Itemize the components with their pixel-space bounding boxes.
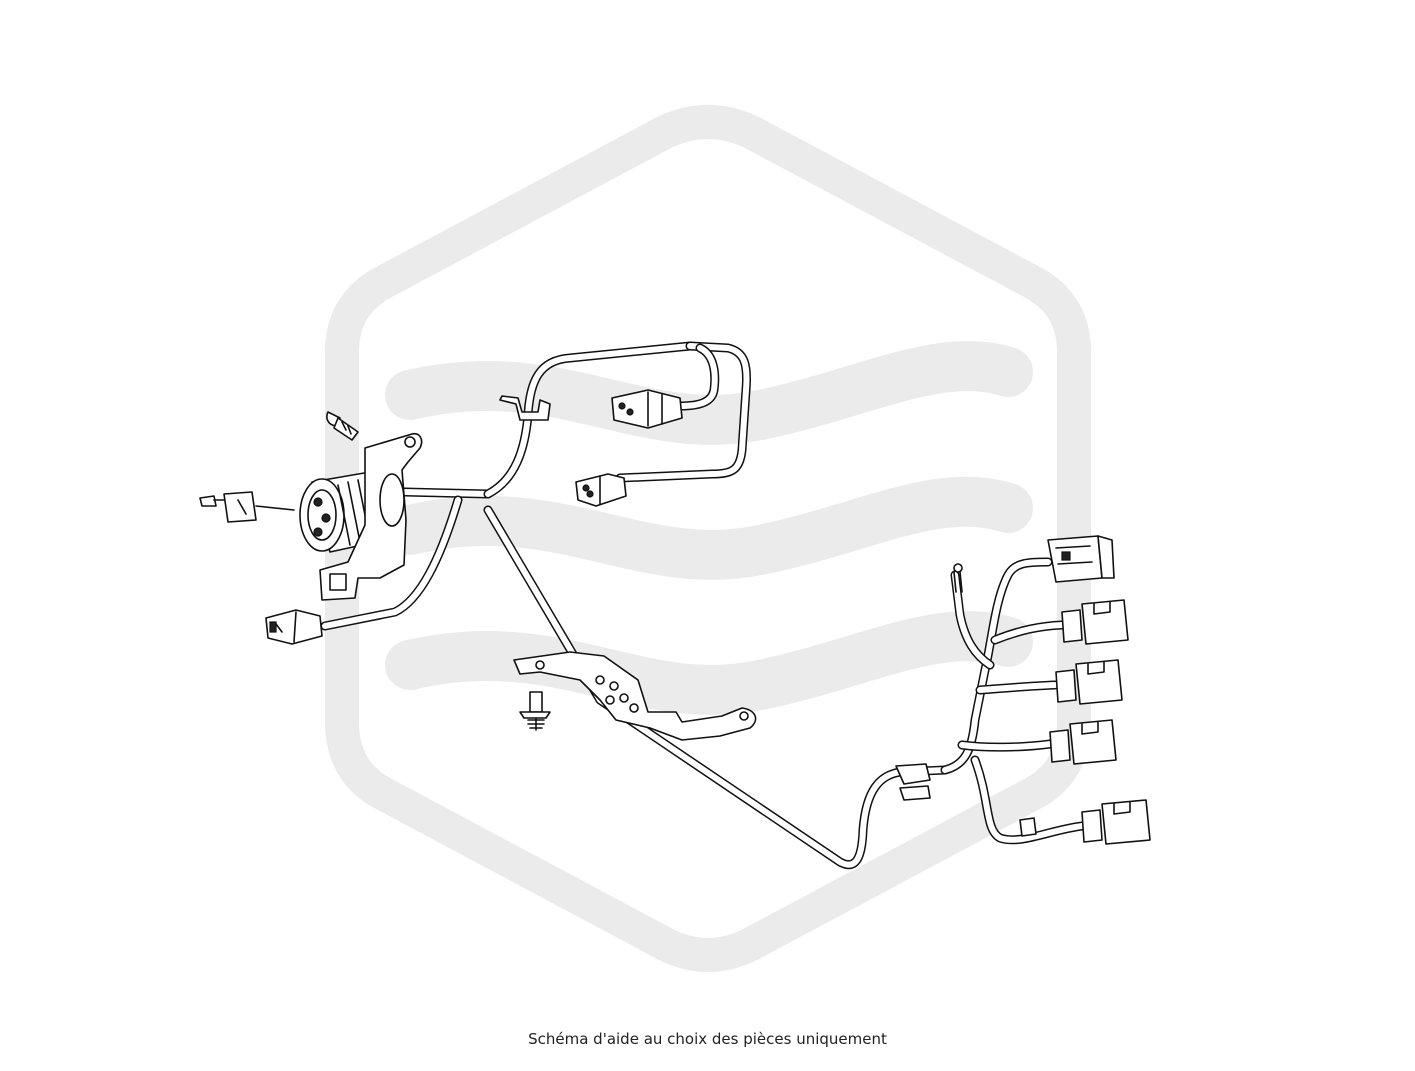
- watermark-wave-3: [385, 611, 1033, 715]
- injector-connector: [1061, 599, 1129, 645]
- sensor-connector: [575, 473, 627, 507]
- watermark-logo: [325, 105, 1091, 972]
- injector-connector: [1055, 659, 1123, 705]
- sensor-connector: [611, 389, 683, 429]
- injector-connector: [1019, 799, 1151, 845]
- retaining-clip: [499, 395, 551, 421]
- self-tapping-screw: [326, 411, 359, 441]
- retaining-clip: [895, 763, 931, 801]
- diagram-caption: Schéma d'aide au choix des pièces unique…: [528, 1030, 887, 1048]
- mounting-bracket: [319, 432, 423, 601]
- watermark-wave-2: [385, 476, 1033, 580]
- ground-ring-terminal: [953, 563, 963, 593]
- watermark-hexagon: [325, 105, 1091, 972]
- plug-connector: [199, 491, 295, 523]
- injector-connector: [1049, 719, 1117, 765]
- watermark-wave-1: [385, 341, 1033, 445]
- fir-tree-clip: [519, 691, 551, 731]
- sensor-connector: [265, 609, 323, 645]
- injector-connector: [1047, 535, 1115, 583]
- harness-support-bracket: [513, 651, 757, 741]
